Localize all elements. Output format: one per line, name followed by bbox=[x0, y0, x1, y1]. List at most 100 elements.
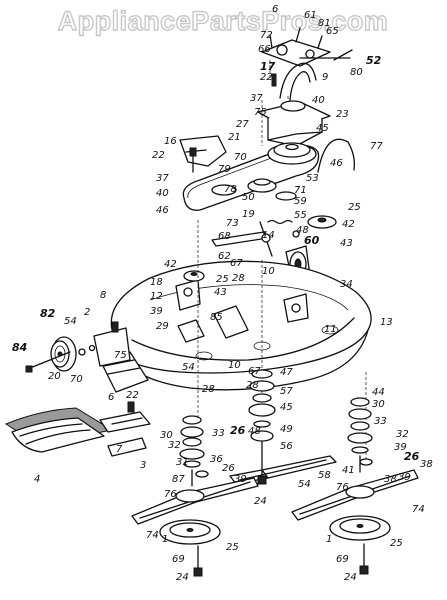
callout-24: 24 bbox=[254, 496, 267, 507]
callout-38: 38 bbox=[420, 459, 433, 470]
callout-16: 16 bbox=[164, 136, 177, 147]
callout-33: 33 bbox=[212, 428, 225, 439]
callout-42: 42 bbox=[342, 219, 355, 230]
callout-53: 53 bbox=[306, 173, 319, 184]
callout-54b: 54 bbox=[182, 362, 195, 373]
right-spindle-stack bbox=[347, 397, 373, 473]
center-spindle-stack bbox=[248, 369, 276, 455]
left-spindle-stack bbox=[179, 415, 209, 487]
callout-67: 67 bbox=[230, 258, 243, 269]
gauge-wheel-assembly bbox=[25, 321, 131, 373]
callout-41: 41 bbox=[342, 465, 355, 476]
callout-37b: 37 bbox=[156, 173, 169, 184]
watermark-text: AppliancePartsPros.com bbox=[58, 6, 389, 36]
callout-77: 77 bbox=[370, 141, 383, 152]
callout-43: 43 bbox=[340, 238, 353, 249]
callout-1: 1 bbox=[162, 534, 168, 545]
callout-80: 80 bbox=[350, 67, 363, 78]
callout-61: 61 bbox=[304, 10, 317, 21]
mower-deck-housing bbox=[99, 260, 372, 393]
callout-1b: 1 bbox=[326, 534, 332, 545]
callout-50: 50 bbox=[242, 192, 255, 203]
callout-2: 2 bbox=[84, 307, 90, 318]
callout-43b: 43 bbox=[214, 287, 227, 298]
callout-57: 57 bbox=[280, 386, 293, 397]
belt-guide bbox=[317, 138, 356, 173]
callout-45: 45 bbox=[316, 123, 329, 134]
callout-22: 22 bbox=[260, 72, 273, 83]
callout-68: 68 bbox=[218, 231, 231, 242]
left-blade bbox=[131, 477, 259, 525]
callout-60: 60 bbox=[304, 234, 320, 247]
callout-52: 52 bbox=[366, 54, 382, 67]
callout-25c: 25 bbox=[226, 542, 239, 553]
callout-10b: 10 bbox=[228, 360, 241, 371]
callout-20: 20 bbox=[48, 371, 61, 382]
callout-69b: 69 bbox=[336, 554, 349, 565]
callout-82: 82 bbox=[40, 307, 56, 320]
left-blade-adapter bbox=[159, 519, 221, 545]
discharge-chute bbox=[4, 407, 114, 453]
callout-49: 49 bbox=[280, 424, 293, 435]
callout-42b: 42 bbox=[164, 259, 177, 270]
callout-46: 46 bbox=[330, 158, 343, 169]
main-drive-pulley bbox=[267, 142, 317, 165]
callout-73: 73 bbox=[226, 218, 239, 229]
callout-28: 28 bbox=[232, 273, 245, 284]
callout-39b: 39 bbox=[394, 442, 407, 453]
callout-25b: 25 bbox=[216, 274, 229, 285]
right-blade-adapter bbox=[329, 515, 391, 541]
callout-69: 69 bbox=[172, 554, 185, 565]
callout-55: 55 bbox=[294, 210, 307, 221]
callout-4: 4 bbox=[34, 474, 40, 485]
callout-27: 27 bbox=[236, 119, 249, 130]
callout-62: 62 bbox=[218, 251, 231, 262]
callout-54c: 54 bbox=[298, 479, 311, 490]
callout-87: 87 bbox=[172, 474, 185, 485]
callout-8: 8 bbox=[100, 290, 106, 301]
callout-6b: 6 bbox=[108, 392, 114, 403]
callout-40: 40 bbox=[312, 95, 325, 106]
callout-13: 13 bbox=[380, 317, 393, 328]
callout-67b: 67 bbox=[248, 366, 261, 377]
callout-84: 84 bbox=[12, 341, 27, 354]
callout-85: 85 bbox=[210, 312, 223, 323]
callout-65: 65 bbox=[326, 26, 339, 37]
callout-25: 25 bbox=[348, 202, 361, 213]
callout-34: 34 bbox=[340, 279, 353, 290]
callout-76b: 76 bbox=[336, 482, 349, 493]
callout-39: 39 bbox=[150, 306, 163, 317]
callout-17: 17 bbox=[260, 60, 276, 73]
callout-26c: 26 bbox=[404, 450, 420, 463]
callout-39d: 39 bbox=[398, 472, 411, 483]
callout-38b: 38 bbox=[384, 474, 397, 485]
callout-44: 44 bbox=[372, 387, 385, 398]
right-blade bbox=[291, 469, 419, 521]
callout-48b: 48 bbox=[248, 426, 261, 437]
chute-bracket bbox=[99, 401, 151, 457]
center-blade bbox=[229, 455, 337, 485]
callout-28b: 28 bbox=[202, 384, 215, 395]
idler-arm bbox=[211, 221, 273, 257]
callout-22c: 22 bbox=[126, 390, 139, 401]
callout-33b: 33 bbox=[374, 416, 387, 427]
callout-47: 47 bbox=[280, 367, 293, 378]
callout-24b: 24 bbox=[176, 572, 189, 583]
callout-58: 58 bbox=[318, 470, 331, 481]
callout-46b: 46 bbox=[156, 205, 169, 216]
idler-bracket-assembly bbox=[261, 27, 353, 110]
idler-pulleys bbox=[211, 178, 297, 201]
callout-37: 37 bbox=[250, 93, 263, 104]
callout-32b: 32 bbox=[396, 429, 409, 440]
callout-12: 12 bbox=[150, 291, 163, 302]
callout-28c: 28 bbox=[246, 380, 259, 391]
callout-48: 48 bbox=[296, 225, 309, 236]
callout-21: 21 bbox=[228, 132, 241, 143]
callout-56: 56 bbox=[280, 441, 293, 452]
belt-shield bbox=[179, 135, 227, 167]
callout-23: 23 bbox=[336, 109, 349, 120]
callout-71: 71 bbox=[294, 185, 307, 196]
callout-6: 6 bbox=[272, 4, 278, 15]
callout-7: 7 bbox=[116, 444, 123, 455]
callout-39c: 39 bbox=[234, 474, 247, 485]
